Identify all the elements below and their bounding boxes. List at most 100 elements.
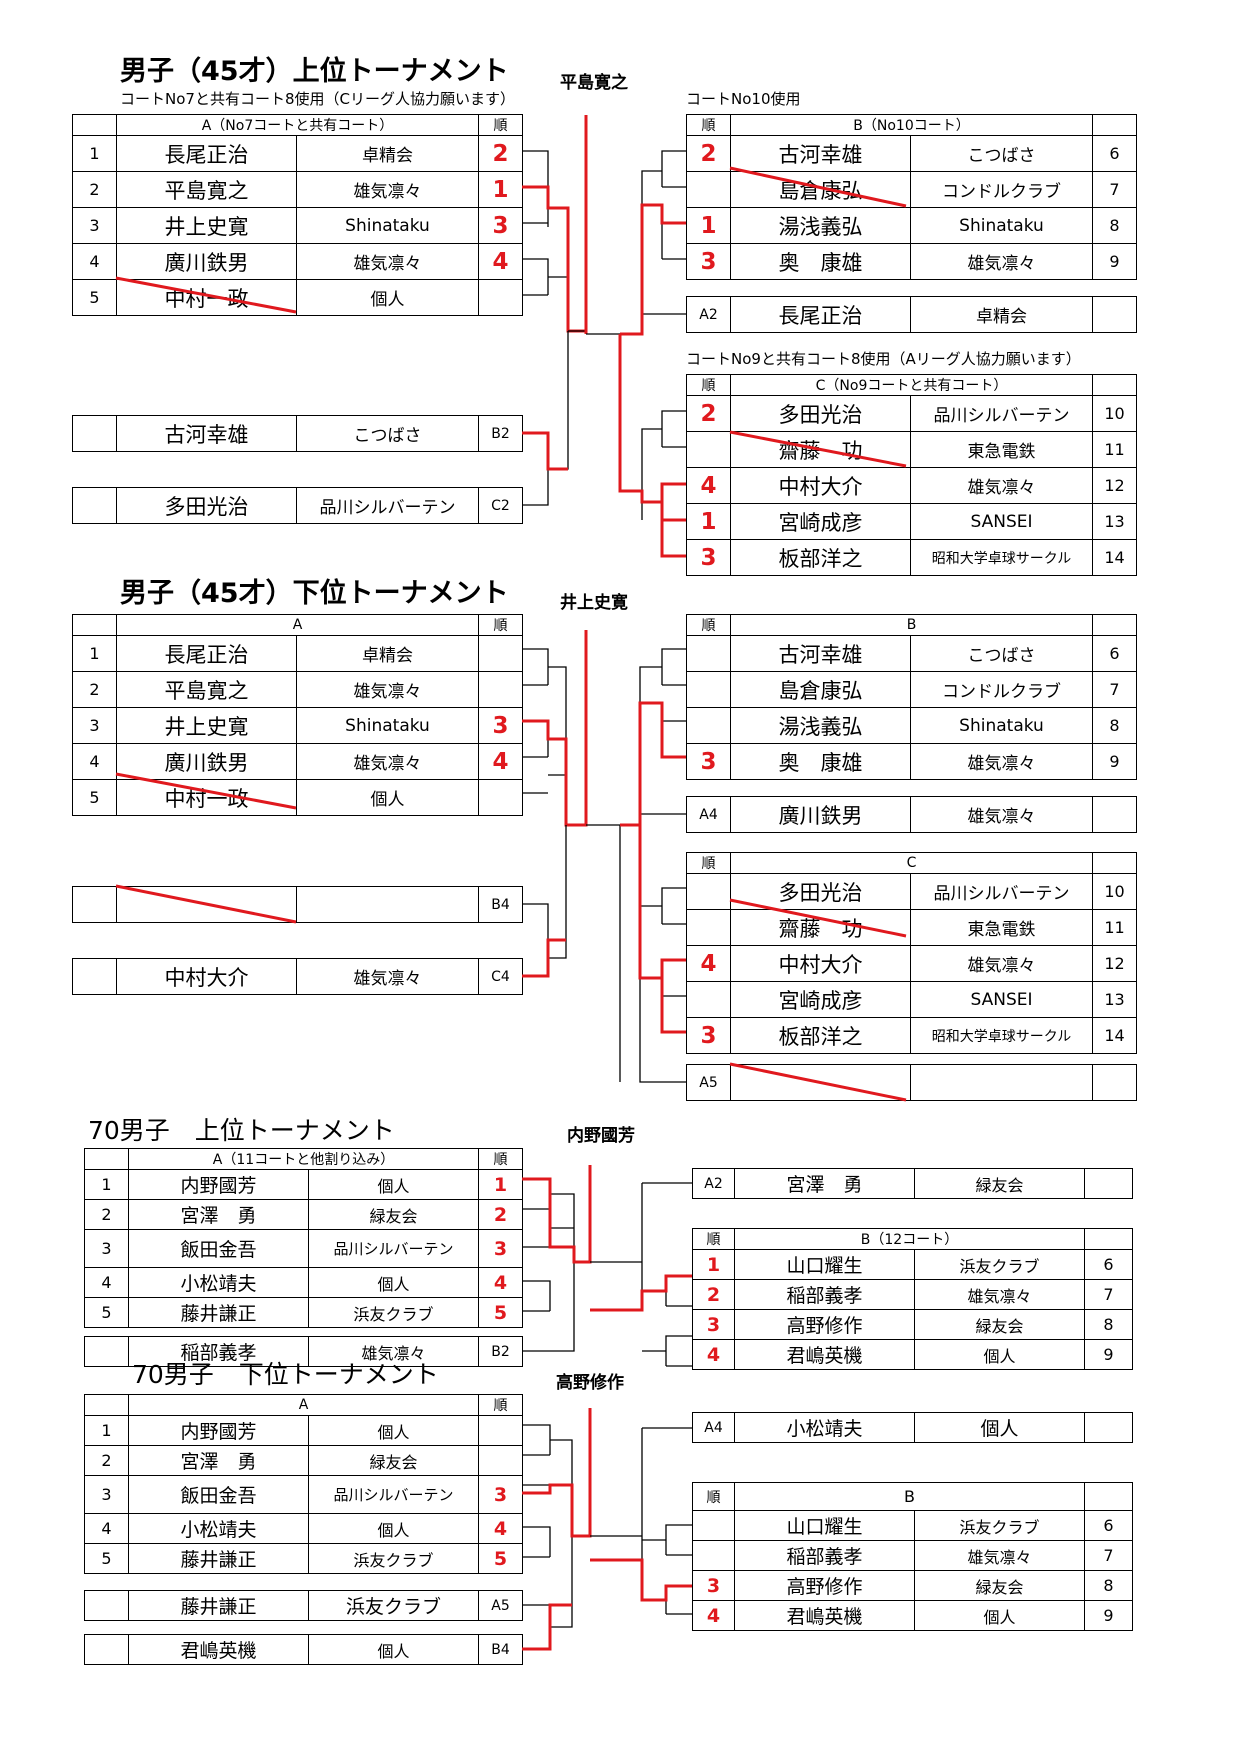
rank-header: 順	[478, 1148, 523, 1170]
player-name: 中村大介	[730, 467, 911, 504]
rank-header: 順	[478, 614, 524, 636]
player-no: 12	[1092, 467, 1138, 504]
player-name: 内野國芳	[128, 1169, 309, 1200]
s1-b-header: B（No10コート）	[730, 114, 1093, 136]
player-rank: 4	[692, 1339, 735, 1370]
slot-tag: C4	[478, 958, 523, 995]
player-no: 2	[72, 671, 117, 708]
player-rank: 4	[686, 467, 731, 504]
player-no: 2	[84, 1199, 129, 1230]
player-rank: 3	[478, 1475, 524, 1514]
s4-winner: 高野修作	[556, 1373, 624, 1393]
player-name: 齋藤 功	[730, 909, 911, 946]
player-name: 宮崎成彦	[730, 981, 911, 1018]
player-name: 井上史寛	[116, 707, 297, 744]
player-name: 板部洋之	[730, 1017, 911, 1054]
player-name: 平島寛之	[116, 171, 297, 208]
player-no: 3	[72, 207, 117, 244]
player-club: 個人	[913, 1600, 1086, 1631]
player-rank: 4	[686, 945, 731, 982]
player-no: 4	[84, 1513, 129, 1544]
s3-bracket	[522, 1165, 692, 1367]
player-name: 小松靖夫	[734, 1412, 915, 1443]
player-club: 品川シルバーテン	[307, 1475, 480, 1514]
player-name: 古河幸雄	[730, 635, 911, 672]
s1-winner: 平島寛之	[560, 73, 628, 93]
player-rank: 1	[686, 503, 731, 540]
player-no: 9	[1092, 243, 1137, 280]
player-name: 君嶋英機	[128, 1634, 309, 1665]
player-rank: 1	[686, 207, 731, 244]
player-name: 中村大介	[730, 945, 911, 982]
player-no: 2	[84, 1445, 129, 1476]
player-rank	[478, 279, 523, 316]
player-name: 高野修作	[734, 1309, 915, 1340]
player-name: 中村一政	[116, 779, 297, 816]
player-club: 昭和大学卓球サークル	[909, 539, 1094, 576]
player-no: 8	[1092, 207, 1137, 244]
slot-tag: B4	[478, 886, 523, 923]
player-club: 個人	[913, 1339, 1086, 1370]
s2-winner: 井上史寛	[560, 593, 628, 613]
player-club: 個人	[307, 1513, 480, 1544]
player-rank	[686, 873, 731, 910]
player-no: 7	[1084, 1540, 1134, 1571]
s1-title: 男子（45才）上位トーナメント	[120, 56, 509, 87]
player-club: 浜友クラブ	[913, 1249, 1086, 1280]
player-rank	[686, 635, 731, 672]
player-no: 5	[72, 779, 117, 816]
player-no: 8	[1084, 1570, 1134, 1601]
player-club: 雄気凛々	[909, 743, 1094, 780]
s1-note-a: コートNo7と共有コート8使用（Cリーグ人協力願います）	[120, 90, 515, 108]
player-rank: 1	[478, 1169, 523, 1200]
s1-a-header: A（No7コートと共有コート）	[116, 114, 479, 136]
player-name: 井上史寛	[116, 207, 297, 244]
slot-tag: A5	[478, 1590, 523, 1621]
player-no: 13	[1092, 981, 1137, 1018]
player-rank	[686, 171, 731, 208]
player-club: 浜友クラブ	[307, 1543, 480, 1574]
rank-header: 順	[686, 852, 731, 874]
player-club: 個人	[296, 279, 479, 316]
player-no: 7	[1092, 671, 1138, 708]
player-rank	[686, 981, 731, 1018]
player-club: Shinataku	[296, 207, 479, 244]
player-rank: 3	[686, 539, 731, 576]
player-no: 1	[84, 1415, 129, 1446]
player-name	[730, 1064, 911, 1101]
player-rank	[478, 1415, 524, 1446]
player-club: SANSEI	[910, 981, 1093, 1018]
player-name: 山口耀生	[734, 1510, 915, 1541]
player-no: 6	[1084, 1249, 1134, 1280]
player-name: 多田光治	[730, 873, 911, 910]
player-no: 2	[72, 171, 117, 208]
slot-tag: A4	[692, 1412, 735, 1443]
player-name: 廣川鉄男	[116, 243, 297, 280]
player-rank: 5	[478, 1297, 523, 1328]
player-rank	[692, 1540, 735, 1571]
player-rank: 4	[478, 743, 524, 780]
player-name: 小松靖夫	[128, 1267, 309, 1298]
player-rank	[686, 671, 731, 708]
player-club: 品川シルバーテン	[910, 873, 1093, 910]
player-no: 9	[1084, 1339, 1134, 1370]
player-rank: 4	[478, 243, 523, 280]
s3-winner: 内野國芳	[567, 1126, 635, 1146]
player-rank: 3	[686, 1017, 731, 1054]
player-club: 雄気凛々	[913, 1540, 1086, 1571]
player-club: 緑友会	[913, 1309, 1086, 1340]
s4-b-header: B	[733, 1482, 1086, 1511]
player-name: 宮崎成彦	[730, 503, 911, 540]
